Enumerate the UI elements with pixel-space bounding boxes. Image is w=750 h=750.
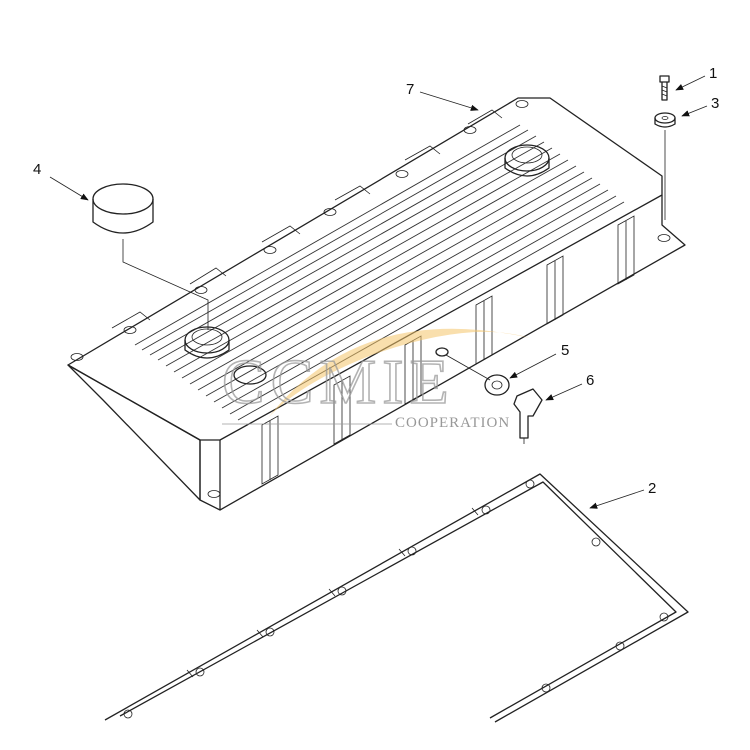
watermark-brand: CCMIE bbox=[222, 346, 455, 417]
callout-1: 1 bbox=[675, 65, 717, 91]
callout-5-label: 5 bbox=[561, 342, 569, 359]
watermark-subtitle: COOPERATION bbox=[395, 415, 510, 431]
watermark: CCMIE COOPERATION bbox=[221, 328, 530, 431]
callout-3-label: 3 bbox=[711, 95, 719, 112]
callout-4-label: 4 bbox=[33, 161, 41, 178]
callout-2: 2 bbox=[589, 480, 656, 509]
gasket bbox=[104, 473, 689, 723]
cover-ribs bbox=[134, 124, 625, 421]
callout-7: 7 bbox=[406, 81, 479, 111]
valve-cover bbox=[67, 97, 686, 511]
callout-7-label: 7 bbox=[406, 81, 414, 98]
callout-3: 3 bbox=[681, 95, 719, 117]
callout-2-label: 2 bbox=[648, 480, 656, 497]
watermark-swoosh bbox=[268, 328, 530, 418]
callouts: 1 2 3 4 5 6 7 bbox=[33, 65, 719, 509]
bolt-and-washer bbox=[654, 75, 676, 220]
cover-filler-ports bbox=[184, 144, 550, 385]
callout-6: 6 bbox=[545, 372, 594, 401]
callout-6-label: 6 bbox=[586, 372, 594, 389]
callout-5: 5 bbox=[509, 342, 569, 379]
cover-flange-bosses bbox=[70, 100, 671, 498]
filler-cap bbox=[92, 183, 209, 330]
callout-4: 4 bbox=[33, 161, 89, 201]
callout-1-label: 1 bbox=[709, 65, 717, 82]
grommet-and-elbow bbox=[435, 347, 543, 444]
